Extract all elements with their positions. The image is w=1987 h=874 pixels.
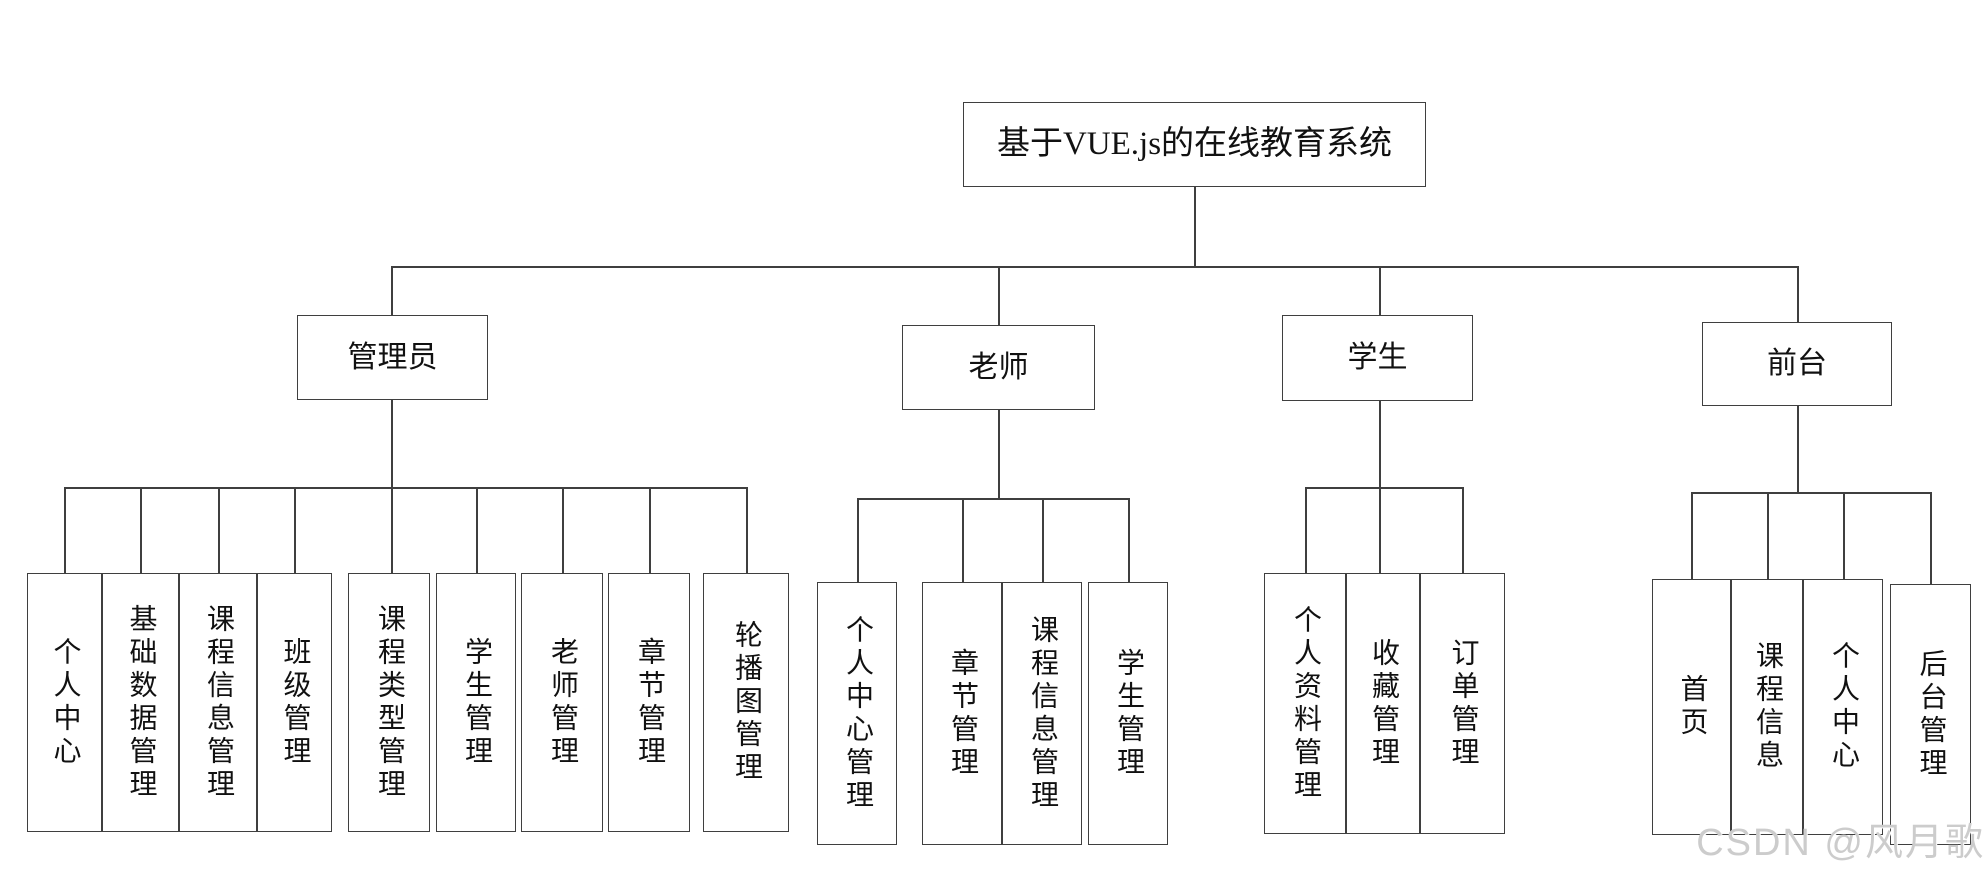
leaf-label: 个人中心 xyxy=(49,636,81,769)
connector-vertical xyxy=(1305,487,1307,573)
leaf-label: 章节管理 xyxy=(634,636,665,769)
leaf-label: 老师管理 xyxy=(547,636,578,769)
connector-horizontal xyxy=(64,487,747,489)
leaf-label: 个人中心 xyxy=(1828,641,1859,773)
connector-vertical xyxy=(1843,492,1845,579)
connector-vertical xyxy=(1194,187,1196,266)
node-front: 前台 xyxy=(1702,322,1892,406)
leaf-label: 学生管理 xyxy=(461,636,492,769)
leaf-label: 后台管理 xyxy=(1915,648,1947,781)
node-front-personal-center: 个人中心 xyxy=(1803,579,1883,835)
connector-vertical xyxy=(1379,266,1381,315)
leaf-label: 课程信息管理 xyxy=(203,603,234,802)
node-admin-course-type-mgmt: 课程类型管理 xyxy=(348,573,430,832)
connector-vertical xyxy=(1691,492,1693,579)
connector-vertical xyxy=(962,498,964,582)
admin-label: 管理员 xyxy=(347,340,438,374)
connector-vertical xyxy=(649,487,651,573)
connector-vertical xyxy=(391,266,393,315)
leaf-label: 个人中心管理 xyxy=(842,614,873,813)
leaf-label: 首页 xyxy=(1676,674,1708,740)
node-student-favorites-mgmt: 收藏管理 xyxy=(1346,573,1420,834)
connector-vertical xyxy=(1797,266,1799,322)
connector-vertical xyxy=(218,487,220,573)
connector-vertical xyxy=(476,487,478,573)
connector-vertical xyxy=(998,410,1000,498)
node-student-profile-mgmt: 个人资料管理 xyxy=(1264,573,1346,834)
node-admin-carousel-mgmt: 轮播图管理 xyxy=(703,573,789,832)
node-front-home: 首页 xyxy=(1652,579,1731,835)
connector-vertical xyxy=(562,487,564,573)
connector-vertical xyxy=(1767,492,1769,579)
connector-horizontal xyxy=(857,498,1129,500)
leaf-label: 收藏管理 xyxy=(1368,637,1399,770)
connector-vertical xyxy=(294,487,296,573)
connector-vertical xyxy=(1128,498,1130,582)
node-admin-class-mgmt: 班级管理 xyxy=(257,573,332,832)
watermark: CSDN @风月歌 xyxy=(1696,822,1985,864)
node-front-course-info: 课程信息 xyxy=(1731,579,1803,835)
connector-vertical xyxy=(1042,498,1044,582)
connector-vertical xyxy=(1462,487,1464,573)
leaf-label: 课程信息管理 xyxy=(1027,614,1058,813)
node-admin-teacher-mgmt: 老师管理 xyxy=(521,573,603,832)
connector-vertical xyxy=(64,487,66,573)
connector-horizontal xyxy=(391,266,1797,268)
node-teacher-personal-center-mgmt: 个人中心管理 xyxy=(817,582,897,845)
connector-horizontal xyxy=(1305,487,1463,489)
node-teacher: 老师 xyxy=(902,325,1095,410)
node-student-order-mgmt: 订单管理 xyxy=(1420,573,1505,834)
node-student: 学生 xyxy=(1282,315,1473,401)
connector-vertical xyxy=(746,487,748,573)
leaf-label: 课程类型管理 xyxy=(374,603,405,802)
leaf-label: 课程信息 xyxy=(1752,641,1783,773)
leaf-label: 订单管理 xyxy=(1447,637,1479,770)
leaf-label: 学生管理 xyxy=(1113,647,1144,780)
leaf-label: 章节管理 xyxy=(947,647,978,780)
connector-vertical xyxy=(998,266,1000,325)
connector-vertical xyxy=(1930,492,1932,584)
node-admin-course-info-mgmt: 课程信息管理 xyxy=(179,573,257,832)
connector-vertical xyxy=(1797,406,1799,492)
leaf-label: 个人资料管理 xyxy=(1290,604,1321,803)
node-admin-student-mgmt: 学生管理 xyxy=(436,573,516,832)
leaf-label: 基础数据管理 xyxy=(125,603,157,802)
teacher-label: 老师 xyxy=(968,350,1029,384)
node-front-backend-mgmt: 后台管理 xyxy=(1890,584,1971,845)
front-label: 前台 xyxy=(1767,347,1827,380)
node-teacher-course-info-mgmt: 课程信息管理 xyxy=(1002,582,1082,845)
connector-vertical xyxy=(140,487,142,573)
student-label: 学生 xyxy=(1347,341,1408,374)
node-admin-personal-center: 个人中心 xyxy=(27,573,102,832)
node-root-title: 基于VUE.js的在线教育系统 xyxy=(963,102,1426,187)
node-admin: 管理员 xyxy=(297,315,488,400)
node-teacher-chapter-mgmt: 章节管理 xyxy=(922,582,1002,845)
connector-vertical xyxy=(391,400,393,573)
connector-vertical xyxy=(857,498,859,582)
node-admin-basic-data-mgmt: 基础数据管理 xyxy=(102,573,179,832)
leaf-label: 班级管理 xyxy=(279,636,311,769)
node-admin-chapter-mgmt: 章节管理 xyxy=(608,573,690,832)
connector-horizontal xyxy=(1691,492,1931,494)
leaf-label: 轮播图管理 xyxy=(731,620,762,785)
root-title-label: 基于VUE.js的在线教育系统 xyxy=(996,126,1393,162)
node-teacher-student-mgmt: 学生管理 xyxy=(1088,582,1168,845)
